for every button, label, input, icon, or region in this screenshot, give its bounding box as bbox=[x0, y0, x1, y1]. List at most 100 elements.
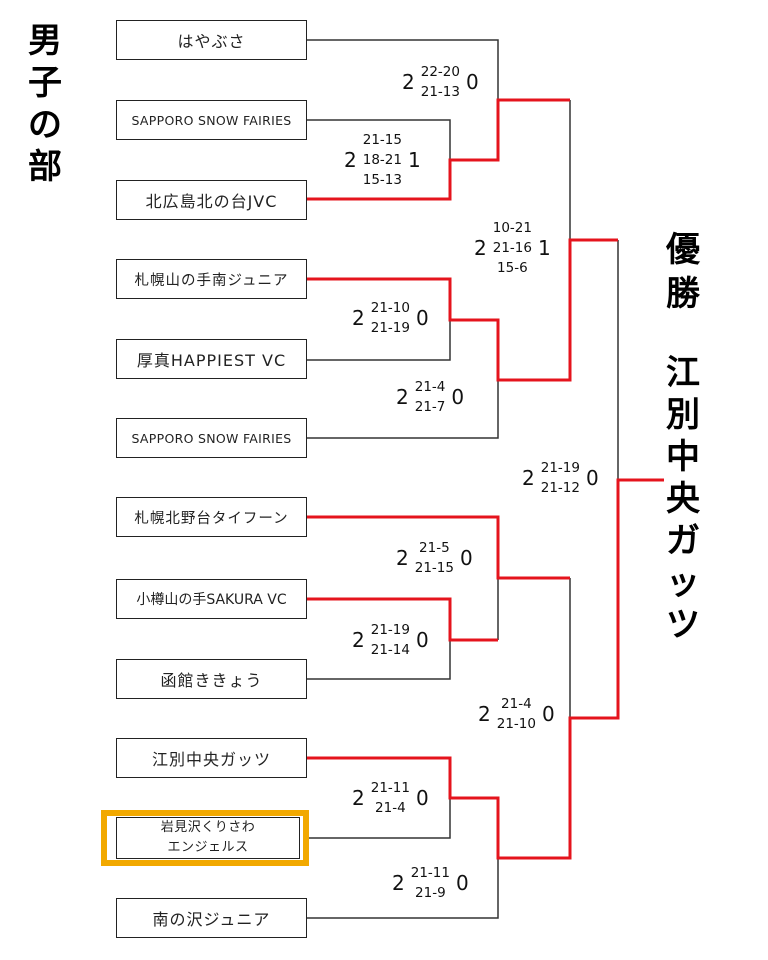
team-name: 札幌山の手南ジュニア bbox=[134, 272, 289, 289]
team-name: 北広島北の台JVC bbox=[145, 192, 278, 211]
division-title-char: 子 bbox=[28, 63, 62, 103]
winner-sets: 2 bbox=[352, 306, 365, 330]
bracket-line bbox=[307, 640, 451, 680]
team-box: 江別中央ガッツ bbox=[116, 738, 307, 778]
team-name: SAPPORO SNOW FAIRIES bbox=[131, 430, 292, 446]
match-score: 2 21-4 21-10 0 bbox=[478, 694, 555, 734]
loser-sets: 0 bbox=[415, 628, 429, 652]
win-line bbox=[307, 238, 618, 382]
team-name: はやぶさ bbox=[177, 32, 246, 51]
bracket-line bbox=[307, 39, 499, 100]
team-name-line2: エンジェルス bbox=[167, 840, 249, 855]
division-title-char: 男 bbox=[28, 21, 62, 61]
set-score: 21-11 bbox=[410, 865, 450, 881]
champion-team-char: ッ bbox=[666, 563, 700, 603]
team-box: SAPPORO SNOW FAIRIES bbox=[116, 100, 307, 140]
set-score: 21-16 bbox=[492, 240, 532, 256]
team-name: 札幌北野台タイフーン bbox=[134, 510, 289, 527]
match-score: 2 21-5 21-15 0 bbox=[396, 538, 473, 578]
team-box: 岩見沢くりさわエンジェルス bbox=[116, 817, 300, 859]
set-score: 21-15 bbox=[362, 132, 402, 148]
set-score: 18-21 bbox=[362, 152, 402, 168]
match-score: 2 10-21 21-16 15-6 1 bbox=[474, 218, 551, 278]
team-name: 江別中央ガッツ bbox=[151, 750, 271, 769]
loser-sets: 1 bbox=[407, 148, 421, 172]
match-score: 2 21-11 21-9 0 bbox=[392, 863, 469, 903]
win-line bbox=[307, 478, 664, 860]
loser-sets: 0 bbox=[455, 871, 469, 895]
division-title: 男 子 の 部 bbox=[28, 20, 62, 188]
champion-team-char: ツ bbox=[666, 605, 700, 645]
highlight-frame bbox=[101, 810, 309, 866]
champion-label: 優 勝 bbox=[666, 228, 700, 316]
loser-sets: 0 bbox=[459, 546, 473, 570]
loser-sets: 0 bbox=[541, 702, 555, 726]
set-score: 15-13 bbox=[362, 172, 402, 188]
set-score: 21-12 bbox=[540, 480, 580, 496]
set-score: 21-5 bbox=[419, 540, 450, 556]
team-name: SAPPORO SNOW FAIRIES bbox=[131, 112, 292, 128]
set-score: 21-10 bbox=[496, 716, 536, 732]
set-score: 22-20 bbox=[420, 64, 460, 80]
champion-label-char: 勝 bbox=[666, 274, 700, 314]
team-box: 小樽山の手SAKURA VC bbox=[116, 579, 307, 619]
winner-sets: 2 bbox=[344, 148, 357, 172]
champion-team-char: 中 bbox=[666, 437, 700, 477]
winner-sets: 2 bbox=[396, 546, 409, 570]
loser-sets: 0 bbox=[465, 70, 479, 94]
set-score: 21-10 bbox=[370, 300, 410, 316]
set-score: 21-7 bbox=[414, 399, 446, 415]
loser-sets: 0 bbox=[585, 466, 599, 490]
loser-sets: 1 bbox=[537, 236, 551, 260]
set-score: 21-4 bbox=[501, 696, 532, 712]
match-score: 2 21-15 18-21 15-13 1 bbox=[344, 130, 421, 190]
winner-sets: 2 bbox=[396, 385, 409, 409]
set-score: 21-14 bbox=[370, 642, 410, 658]
winner-sets: 2 bbox=[352, 628, 365, 652]
division-title-char: 部 bbox=[28, 147, 62, 187]
win-line bbox=[307, 597, 498, 642]
set-score: 21-13 bbox=[420, 84, 460, 100]
set-score: 21-4 bbox=[375, 800, 406, 816]
match-score: 2 21-10 21-19 0 bbox=[352, 298, 429, 338]
champion-team-char: 江 bbox=[666, 353, 700, 393]
division-title-char: の bbox=[28, 105, 62, 145]
set-score: 21-19 bbox=[370, 320, 410, 336]
loser-sets: 0 bbox=[415, 306, 429, 330]
team-box: 札幌山の手南ジュニア bbox=[116, 259, 307, 299]
team-name-line1: 岩見沢くりさわ bbox=[160, 820, 256, 835]
set-score: 21-9 bbox=[415, 885, 446, 901]
set-score: 10-21 bbox=[492, 220, 532, 236]
team-box: 厚真HAPPIEST VC bbox=[116, 339, 307, 379]
winner-sets: 2 bbox=[352, 786, 365, 810]
team-box: 北広島北の台JVC bbox=[116, 180, 307, 220]
set-score: 15-6 bbox=[497, 260, 528, 276]
win-line bbox=[307, 515, 570, 580]
team-box: はやぶさ bbox=[116, 20, 307, 60]
team-box: 札幌北野台タイフーン bbox=[116, 497, 307, 537]
winner-sets: 2 bbox=[474, 236, 487, 260]
champion-label-char: 優 bbox=[666, 230, 700, 270]
winner-sets: 2 bbox=[392, 871, 405, 895]
winner-sets: 2 bbox=[478, 702, 491, 726]
bracket-line bbox=[307, 380, 499, 439]
set-score: 21-15 bbox=[414, 560, 454, 576]
champion-team-char: ガ bbox=[666, 521, 700, 561]
team-name: 厚真HAPPIEST VC bbox=[136, 351, 287, 370]
match-score: 2 21-19 21-14 0 bbox=[352, 620, 429, 660]
set-score: 21-11 bbox=[370, 780, 410, 796]
win-line bbox=[307, 98, 570, 201]
bracket-line bbox=[307, 798, 451, 839]
set-score: 21-19 bbox=[370, 622, 410, 638]
team-box: SAPPORO SNOW FAIRIES bbox=[116, 418, 307, 458]
team-name: 南の沢ジュニア bbox=[152, 910, 271, 929]
set-score: 21-19 bbox=[540, 460, 580, 476]
set-score: 21-4 bbox=[414, 379, 446, 395]
champion-team-char: 央 bbox=[666, 479, 700, 519]
champion-team-char: 別 bbox=[666, 395, 700, 435]
